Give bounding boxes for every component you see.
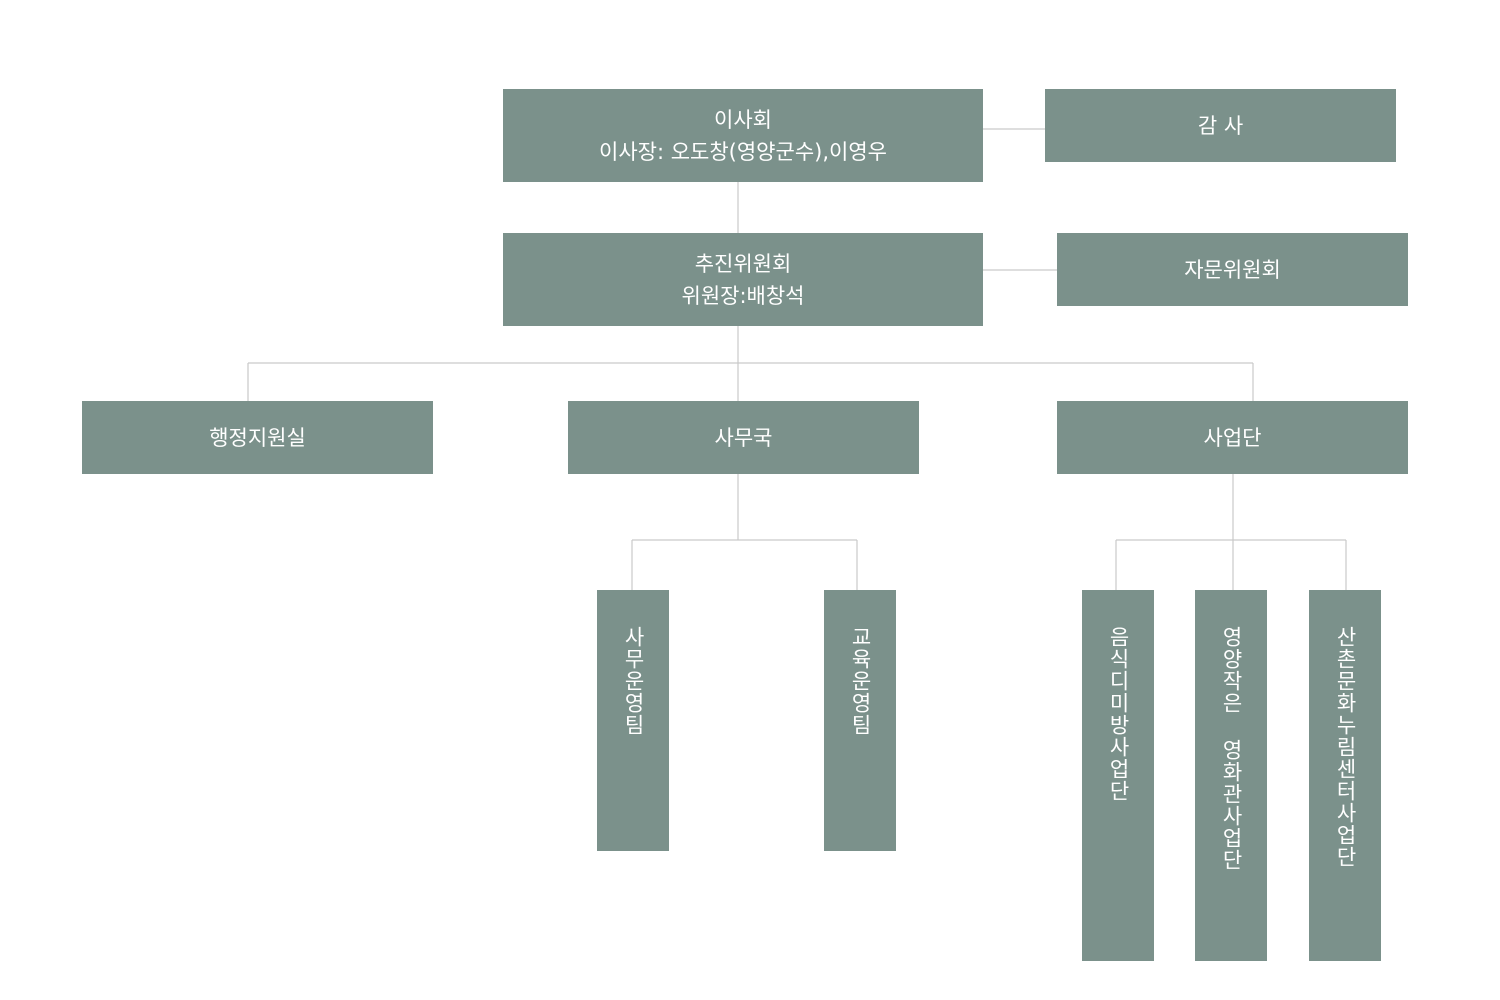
business-division-box: 사업단 bbox=[1057, 401, 1408, 474]
admin-office-box: 행정지원실 bbox=[82, 401, 433, 474]
auditor-box: 감 사 bbox=[1045, 89, 1396, 162]
auditor-label: 감 사 bbox=[1197, 113, 1244, 138]
board-box: 이사회 이사장: 오도창(영양군수),이영우 bbox=[503, 89, 983, 182]
food-project-label: 음식디미방사업단 bbox=[1106, 626, 1131, 802]
secretariat-box: 사무국 bbox=[568, 401, 919, 474]
advisory-label: 자문위원회 bbox=[1184, 257, 1281, 282]
culture-center-project-label: 산촌문화누림센터사업단 bbox=[1333, 626, 1358, 868]
board-title: 이사회 bbox=[714, 107, 772, 132]
education-ops-team-box: 교육운영팀 bbox=[824, 590, 896, 851]
business-division-label: 사업단 bbox=[1203, 425, 1262, 450]
secretariat-label: 사무국 bbox=[714, 425, 773, 450]
committee-title: 추진위원회 bbox=[694, 251, 792, 276]
advisory-box: 자문위원회 bbox=[1057, 233, 1408, 306]
committee-box: 추진위원회 위원장:배창석 bbox=[503, 233, 983, 326]
office-ops-team-label: 사무운영팀 bbox=[621, 626, 646, 736]
education-ops-team-label: 교육운영팀 bbox=[848, 626, 873, 736]
board-chair: 이사장: 오도창(영양군수),이영우 bbox=[599, 139, 887, 164]
food-project-box: 음식디미방사업단 bbox=[1082, 590, 1154, 961]
cinema-project-label: 영양작은 영화관사업단 bbox=[1219, 626, 1244, 871]
office-ops-team-box: 사무운영팀 bbox=[597, 590, 669, 851]
culture-center-project-box: 산촌문화누림센터사업단 bbox=[1309, 590, 1381, 961]
committee-chair: 위원장:배창석 bbox=[681, 283, 805, 308]
cinema-project-box: 영양작은 영화관사업단 bbox=[1195, 590, 1267, 961]
admin-office-label: 행정지원실 bbox=[209, 425, 306, 450]
